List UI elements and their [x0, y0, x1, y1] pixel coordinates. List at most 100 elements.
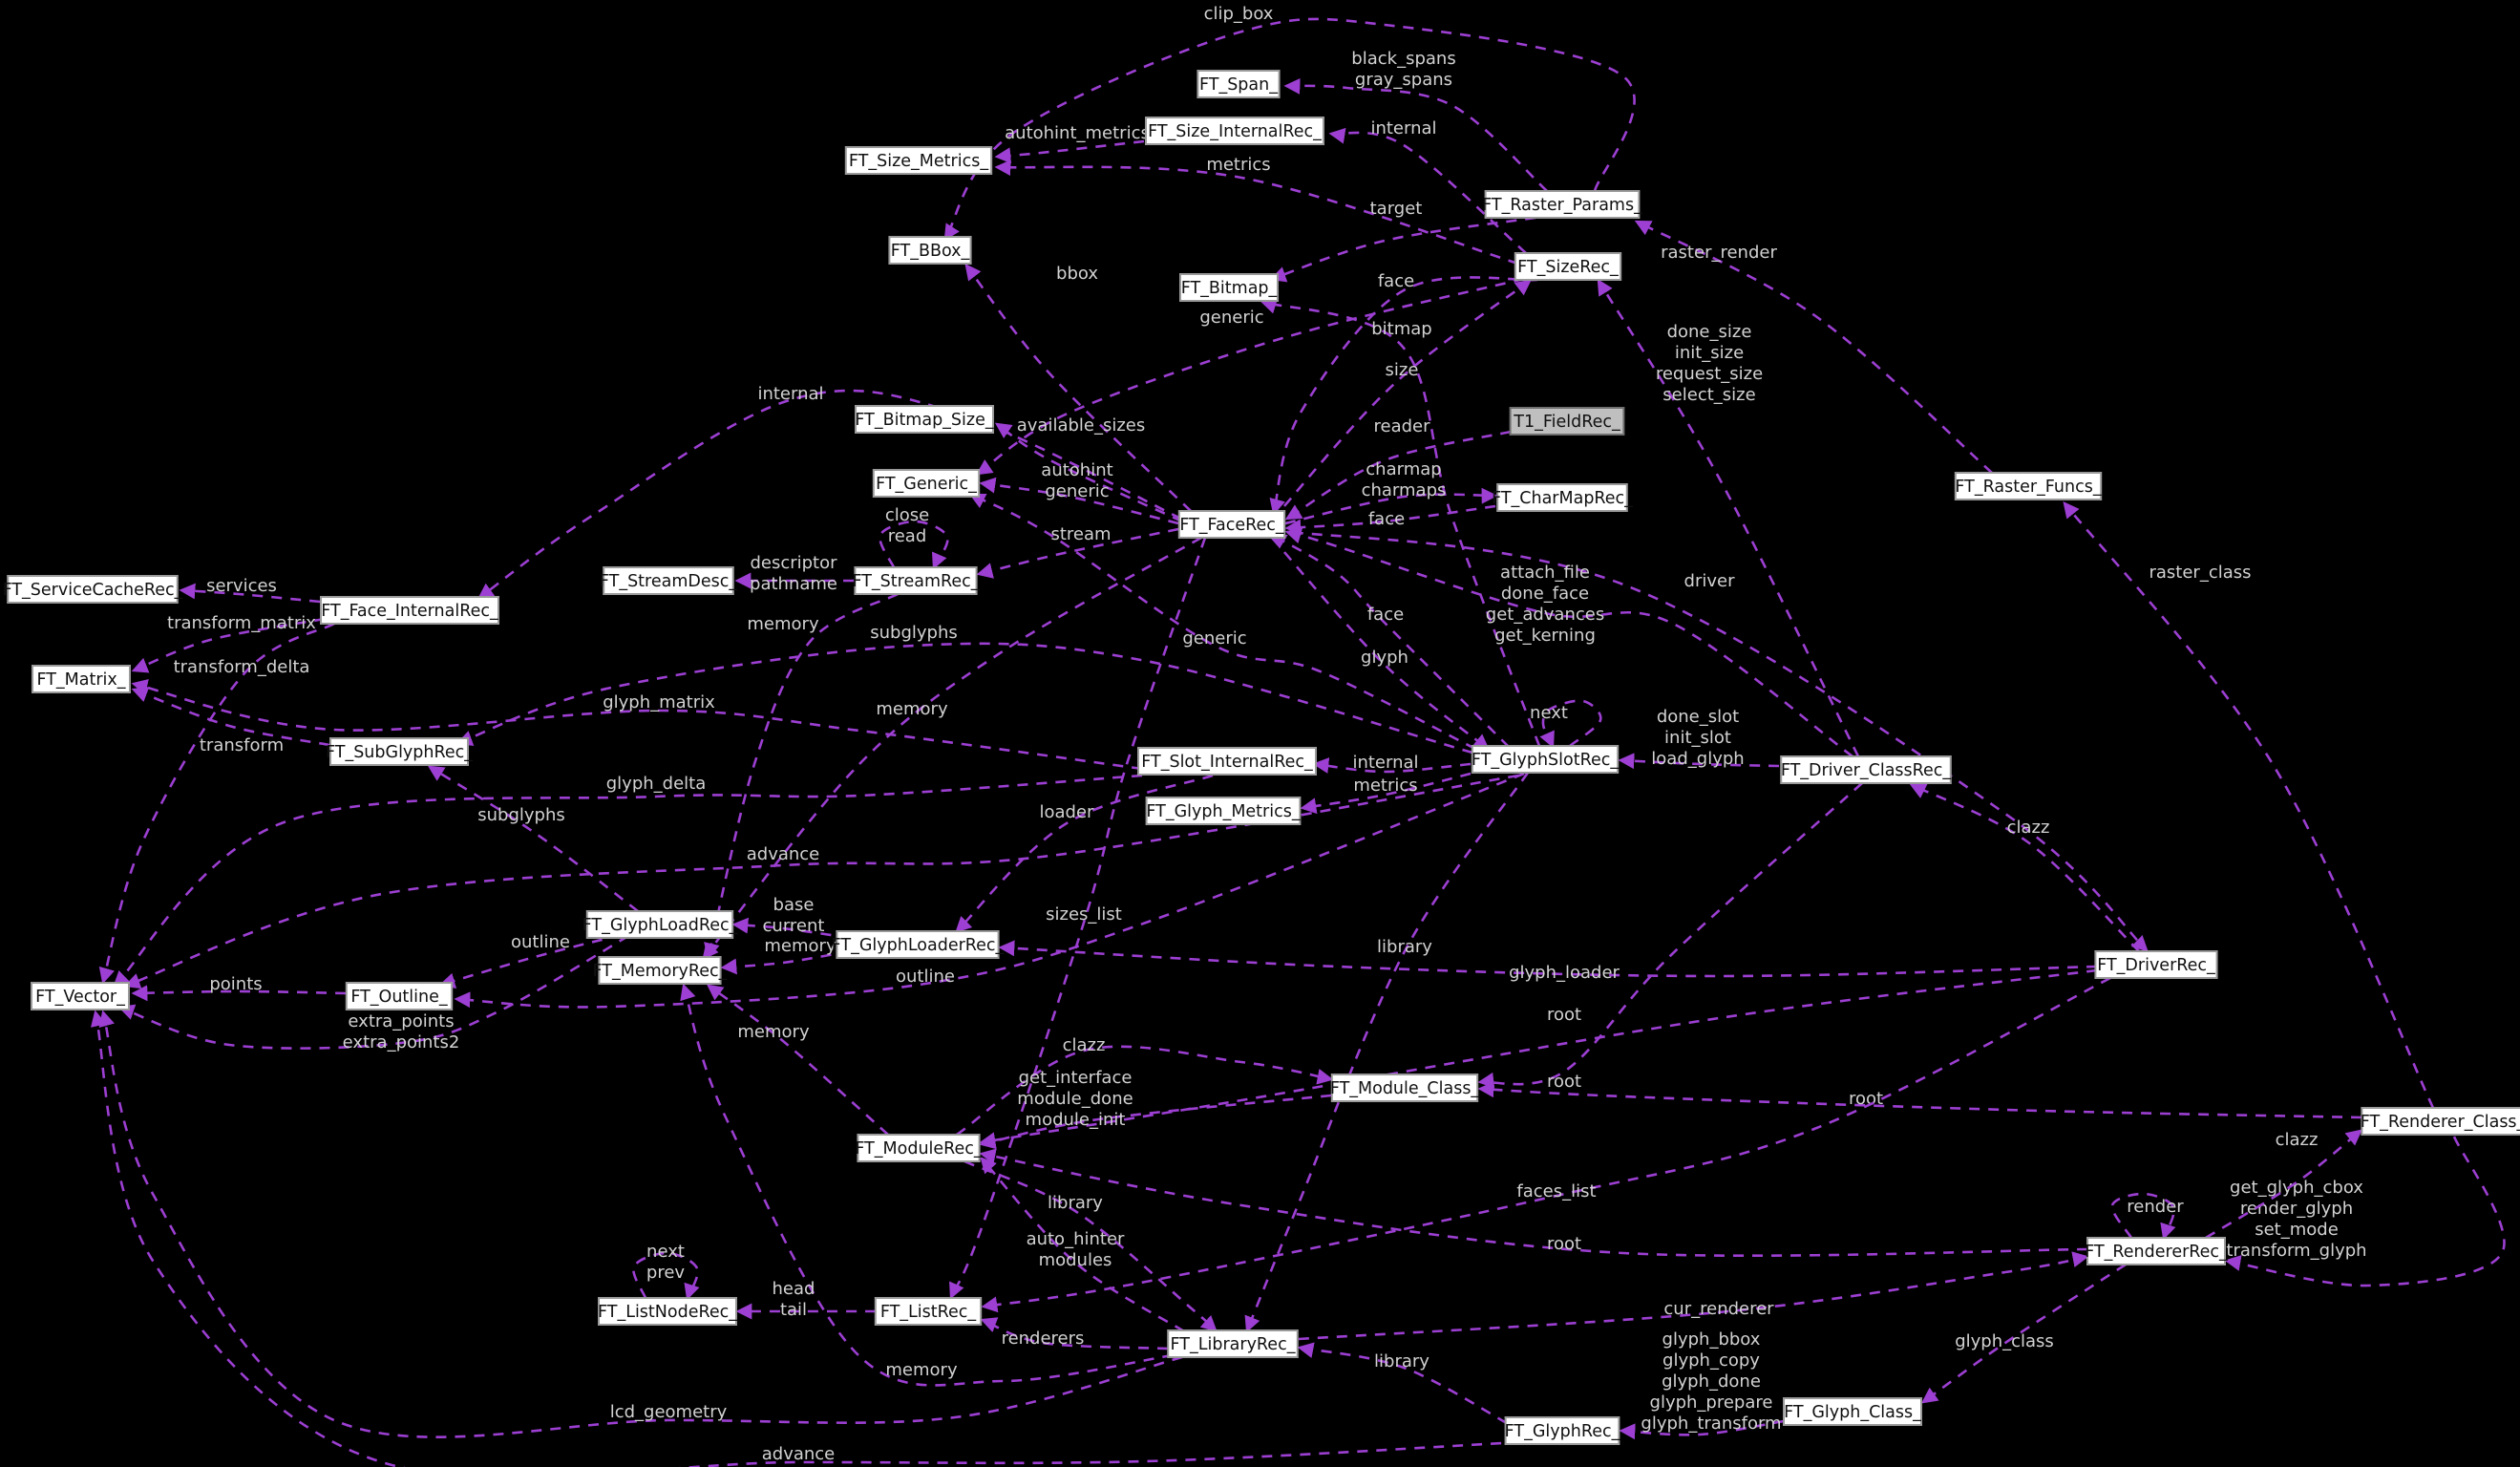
- node-box[interactable]: [585, 910, 734, 939]
- node-FT_Matrix_[interactable]: FT_Matrix_: [32, 665, 131, 693]
- edge-transform_delta-FT_Face_InternalRec_-to-FT_Vector_: transform_delta: [98, 622, 335, 985]
- node-box[interactable]: [1177, 510, 1286, 539]
- node-FT_GlyphLoaderRec_[interactable]: FT_GlyphLoaderRec_: [832, 930, 1005, 959]
- node-box[interactable]: [603, 566, 734, 595]
- node-FT_Renderer_Class_[interactable]: FT_Renderer_Class_: [2361, 1107, 2520, 1136]
- node-FT_Driver_ClassRec_[interactable]: FT_Driver_ClassRec_: [1780, 755, 1952, 784]
- node-FT_MemoryRec_[interactable]: FT_MemoryRec_: [593, 956, 728, 985]
- node-FT_Face_InternalRec_[interactable]: FT_Face_InternalRec_: [320, 596, 499, 625]
- edge-path: [1269, 276, 1538, 516]
- node-box[interactable]: [1780, 755, 1952, 784]
- edge-label: root: [1849, 1089, 1883, 1109]
- node-FT_Generic_[interactable]: FT_Generic_: [872, 469, 981, 498]
- node-box[interactable]: [1167, 1329, 1299, 1358]
- node-box[interactable]: [854, 566, 978, 595]
- edge-memory-FT_GlyphLoaderRec_-to-FT_MemoryRec_: memory: [720, 936, 851, 975]
- node-FT_Bitmap_Size_[interactable]: FT_Bitmap_Size_: [855, 405, 994, 434]
- node-FT_Size_Metrics_[interactable]: FT_Size_Metrics_: [844, 146, 993, 175]
- edge-path: [1283, 77, 1548, 192]
- node-FT_Glyph_Metrics_[interactable]: FT_Glyph_Metrics_: [1145, 797, 1302, 825]
- node-FT_ListRec_[interactable]: FT_ListRec_: [874, 1297, 983, 1326]
- node-box[interactable]: [872, 469, 981, 498]
- node-box[interactable]: [1514, 252, 1622, 281]
- node-box[interactable]: [1783, 1397, 1922, 1426]
- node-FT_CharMapRec_[interactable]: FT_CharMapRec_: [1492, 483, 1633, 512]
- node-box[interactable]: [855, 405, 994, 434]
- node-FT_Glyph_Class_[interactable]: FT_Glyph_Class_: [1783, 1397, 1922, 1426]
- node-box[interactable]: [2361, 1107, 2520, 1136]
- node-FT_Span_[interactable]: FT_Span_: [1196, 70, 1281, 98]
- node-FT_GlyphRec_[interactable]: FT_GlyphRec_: [1504, 1416, 1620, 1445]
- node-FT_Bitmap_[interactable]: FT_Bitmap_: [1179, 273, 1279, 302]
- node-box[interactable]: [1179, 273, 1279, 302]
- node-box[interactable]: [888, 236, 972, 265]
- edge-path: [1244, 772, 1530, 1333]
- node-box[interactable]: [2086, 1237, 2226, 1265]
- node-box[interactable]: [1471, 745, 1620, 774]
- node-box[interactable]: [598, 1297, 737, 1326]
- edge-path: [2224, 1136, 2506, 1287]
- node-T1_FieldRec_[interactable]: T1_FieldRec_: [1509, 407, 1625, 436]
- node-FT_ListNodeRec_[interactable]: FT_ListNodeRec_: [598, 1297, 737, 1326]
- node-box[interactable]: [329, 737, 469, 766]
- node-box[interactable]: [1145, 117, 1324, 145]
- edge-glyph_loader-FT_DriverRec_-to-FT_GlyphLoaderRec_: glyph_loader: [998, 940, 2098, 983]
- node-FT_Slot_InternalRec_[interactable]: FT_Slot_InternalRec_: [1137, 747, 1317, 776]
- node-box[interactable]: [7, 575, 179, 604]
- edge-bbox-FT_FaceRec_-to-FT_BBox_: bbox: [964, 263, 1192, 512]
- node-FT_FaceRec_[interactable]: FT_FaceRec_: [1177, 510, 1286, 539]
- node-FT_SizeRec_[interactable]: FT_SizeRec_: [1514, 252, 1622, 281]
- edge-path: [1298, 1251, 2089, 1341]
- node-FT_StreamRec_[interactable]: FT_StreamRec_: [852, 566, 980, 595]
- node-FT_SubGlyphRec_[interactable]: FT_SubGlyphRec_: [326, 737, 473, 766]
- node-FT_Vector_[interactable]: FT_Vector_: [31, 982, 130, 1010]
- node-FT_RendererRec_[interactable]: FT_RendererRec_: [2085, 1237, 2228, 1265]
- edge-label: glyph_matrix: [603, 692, 715, 712]
- node-box[interactable]: [1145, 797, 1302, 825]
- edge-label: cur_renderer: [1663, 1299, 1774, 1319]
- node-box[interactable]: [31, 982, 130, 1010]
- node-box[interactable]: [1954, 472, 2103, 500]
- node-box[interactable]: [836, 930, 1000, 959]
- node-box[interactable]: [1504, 1416, 1620, 1445]
- node-box[interactable]: [1137, 747, 1317, 776]
- node-box[interactable]: [844, 146, 993, 175]
- node-FT_Outline_[interactable]: FT_Outline_: [345, 982, 454, 1010]
- edge-label: renderers: [1002, 1329, 1085, 1349]
- node-FT_ModuleRec_[interactable]: FT_ModuleRec_: [855, 1134, 983, 1162]
- edge-label: outline: [896, 967, 955, 987]
- node-FT_DriverRec_[interactable]: FT_DriverRec_: [2094, 950, 2218, 979]
- node-FT_Raster_Params_[interactable]: FT_Raster_Params_: [1482, 190, 1642, 219]
- node-box[interactable]: [1196, 70, 1281, 98]
- node-FT_ServiceCacheRec_[interactable]: FT_ServiceCacheRec_: [3, 575, 183, 604]
- node-box[interactable]: [1496, 483, 1628, 512]
- node-FT_GlyphLoadRec_[interactable]: FT_GlyphLoadRec_: [582, 910, 738, 939]
- node-box[interactable]: [32, 665, 131, 693]
- edge-clazz-FT_RendererRec_-to-FT_Renderer_Class_: clazz: [2205, 1129, 2362, 1240]
- node-label: FT_Size_Metrics_: [849, 152, 988, 171]
- node-box[interactable]: [320, 596, 499, 625]
- edge-path: [1634, 220, 1993, 474]
- node-FT_Module_Class_[interactable]: FT_Module_Class_: [1330, 1074, 1480, 1102]
- node-FT_Size_InternalRec_[interactable]: FT_Size_InternalRec_: [1145, 117, 1324, 145]
- node-box[interactable]: [857, 1134, 981, 1162]
- node-FT_BBox_[interactable]: FT_BBox_: [888, 236, 972, 265]
- node-FT_LibraryRec_[interactable]: FT_LibraryRec_: [1167, 1329, 1299, 1358]
- node-box[interactable]: [598, 956, 722, 985]
- node-box[interactable]: [2094, 950, 2218, 979]
- node-box[interactable]: [345, 982, 454, 1010]
- node-box[interactable]: [1330, 1074, 1479, 1102]
- node-FT_Raster_Funcs_[interactable]: FT_Raster_Funcs_: [1954, 472, 2103, 500]
- node-box[interactable]: [1484, 190, 1641, 219]
- node-FT_GlyphSlotRec_[interactable]: FT_GlyphSlotRec_: [1471, 745, 1620, 774]
- edge-render-FT_RendererRec_-to-FT_RendererRec_: render: [2110, 1192, 2184, 1241]
- node-FT_StreamDesc_[interactable]: FT_StreamDesc_: [600, 566, 737, 595]
- node-box[interactable]: [874, 1297, 983, 1326]
- node-box[interactable]: [1509, 407, 1625, 436]
- nodes-layer: FT_Span_ FT_Size_InternalRec_ FT_Size_Metr…: [3, 70, 2520, 1445]
- edge-label: glyph_delta: [606, 774, 707, 794]
- edge-generic-FT_SizeRec_-to-FT_Generic_: generic: [975, 277, 1525, 476]
